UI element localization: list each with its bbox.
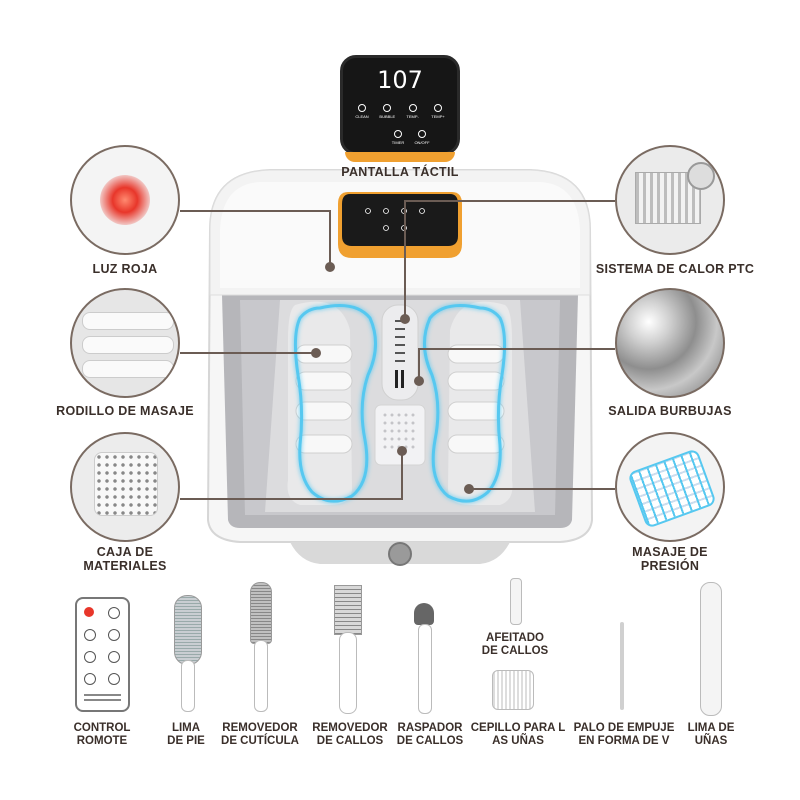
nail-file — [700, 582, 722, 716]
massage-roller-image — [70, 288, 180, 398]
display-button-row-1: CLEAN BUBBLE TEMP- TEMP+ — [352, 104, 448, 124]
callus-shaver — [510, 578, 522, 625]
clean-button[interactable]: CLEAN — [352, 104, 372, 124]
callus-scraper — [414, 603, 434, 625]
foot-file — [174, 595, 202, 665]
materials-box-image — [70, 432, 180, 542]
connector-bubble-outlet — [420, 348, 615, 350]
remote-control — [75, 597, 130, 712]
power-icon — [84, 607, 94, 617]
cuticle-remover — [250, 582, 272, 644]
pressure-massage-image — [615, 432, 725, 542]
display-base — [345, 152, 455, 162]
thermometer-up-icon — [433, 104, 442, 112]
bubble-button[interactable]: BUBBLE — [377, 104, 397, 124]
label-nail-brush: CEPILLO PARA L AS UÑAS — [470, 722, 566, 747]
filter-grid-icon — [94, 452, 158, 516]
clock-icon — [394, 130, 402, 138]
temp-up-button[interactable]: TEMP+ — [428, 104, 448, 124]
nail-brush — [492, 670, 534, 710]
thermometer-down-icon — [408, 104, 417, 112]
temperature-readout: 107 — [377, 66, 423, 94]
label-remote-control: CONTROL ROMOTE — [73, 722, 131, 747]
red-light-image — [70, 145, 180, 255]
clean-icon — [358, 104, 366, 112]
label-callus-shaver: AFEITADO DE CALLOS — [481, 632, 549, 657]
connector-massage-roller — [180, 352, 315, 354]
bubble-icon — [383, 104, 392, 112]
label-ptc-heating: SISTEMA DE CALOR PTC — [595, 262, 755, 276]
timer-button[interactable]: TIMER — [388, 130, 408, 148]
label-touch-screen: PANTALLA TÁCTIL — [341, 165, 459, 179]
foot-spa-illustration — [206, 169, 594, 566]
label-materials-box: CAJA DE MATERIALES — [83, 545, 167, 573]
display-button-row-2: TIMER ON/OFF — [388, 130, 432, 148]
ptc-heating-image — [615, 145, 725, 255]
v-pusher — [620, 622, 624, 710]
power-icon — [418, 130, 426, 138]
connector-pressure-massage — [470, 488, 615, 490]
label-v-pusher: PALO DE EMPUJE EN FORMA DE V — [573, 722, 675, 747]
temp-down-button[interactable]: TEMP- — [403, 104, 423, 124]
connector-materials-box — [180, 498, 402, 500]
label-pressure-massage: MASAJE DE PRESIÓN — [632, 545, 708, 573]
bubble-outlet-image — [615, 288, 725, 398]
label-callus-scraper: RASPADOR DE CALLOS — [396, 722, 464, 747]
connector-red-light — [180, 210, 330, 212]
label-massage-roller: RODILLO DE MASAJE — [56, 404, 194, 418]
label-foot-file: LIMA DE PIE — [167, 722, 205, 747]
label-callus-remover: REMOVEDOR DE CALLOS — [312, 722, 388, 747]
connector-ptc-heating — [405, 200, 615, 202]
pressure-pad-icon — [627, 448, 717, 529]
label-nail-file: LIMA DE UÑAS — [687, 722, 735, 747]
power-button[interactable]: ON/OFF — [412, 130, 432, 148]
label-red-light: LUZ ROJA — [92, 262, 158, 276]
red-light-icon — [100, 175, 150, 225]
label-bubble-outlet: SALIDA BURBUJAS — [608, 404, 732, 418]
label-cuticle-remover: REMOVEDOR DE CUTÍCULA — [221, 722, 299, 747]
callus-remover — [334, 585, 362, 635]
